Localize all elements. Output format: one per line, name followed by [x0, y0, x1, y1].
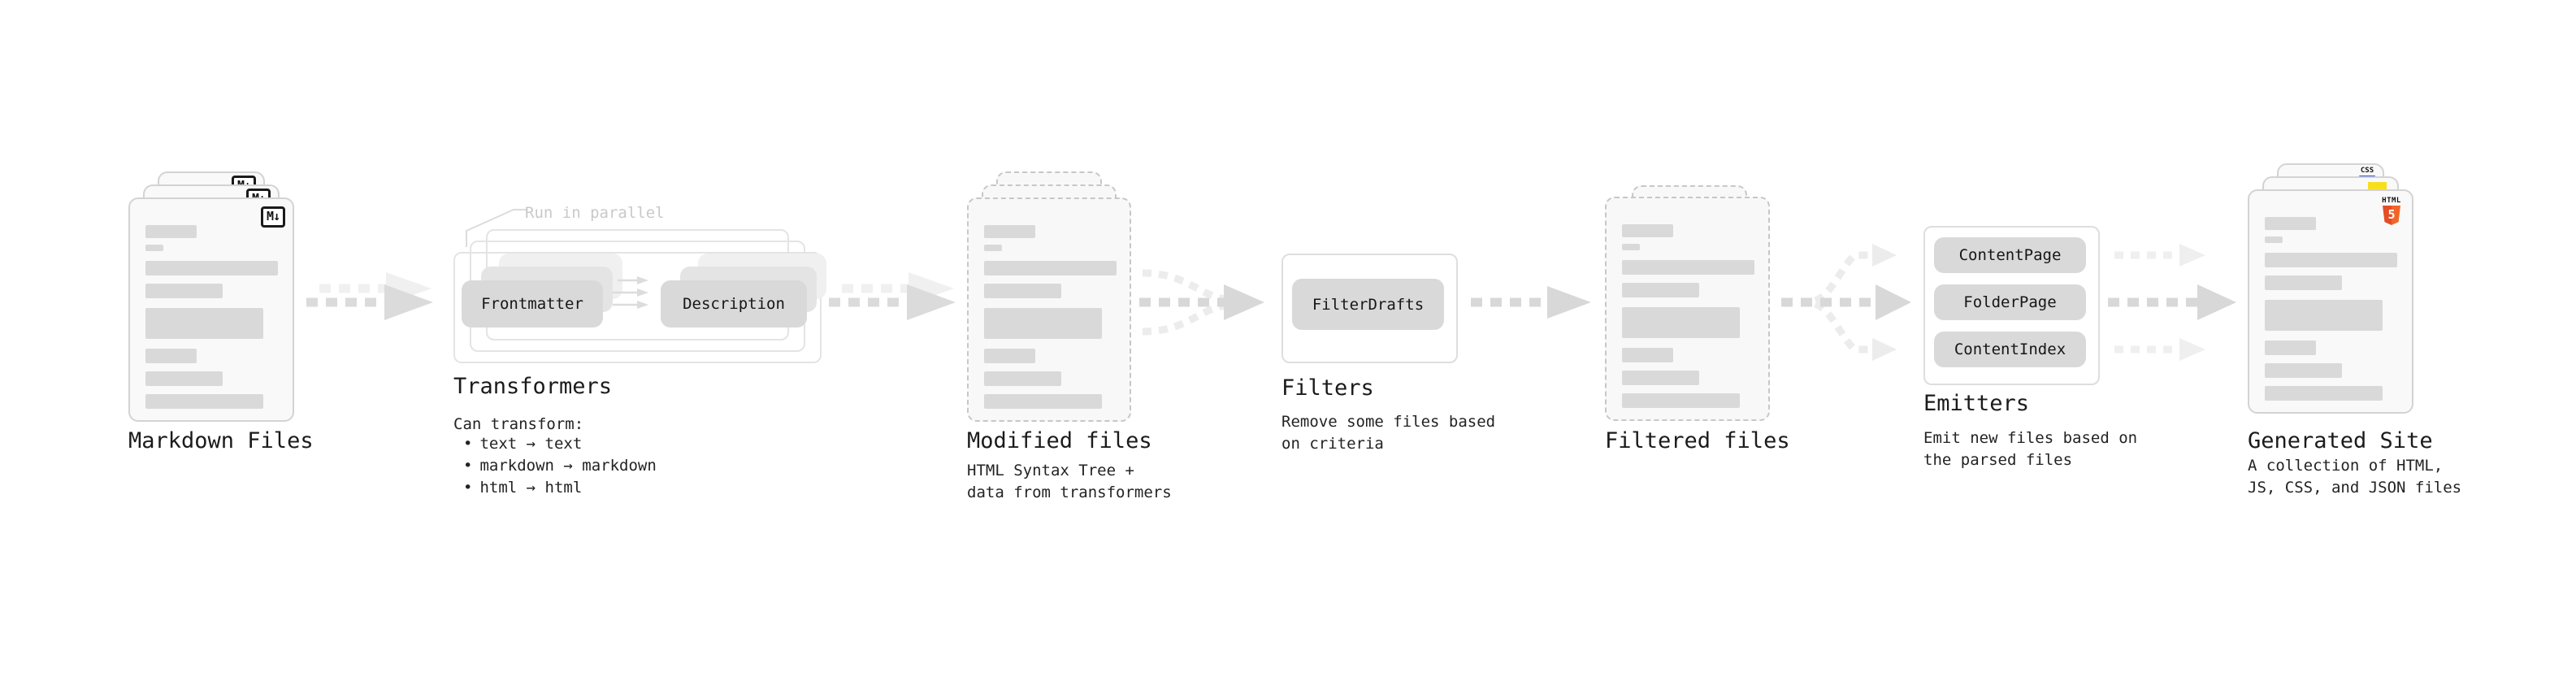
- markdown-icon: M↓: [260, 206, 285, 228]
- text-line-placeholder: [145, 394, 263, 409]
- list-item: • html → html: [453, 477, 657, 499]
- text-line-placeholder: [984, 261, 1117, 275]
- text-line-placeholder: [145, 371, 223, 386]
- stage-title-modified-files: Modified files: [967, 428, 1152, 453]
- html-file-card: HTML 5: [2248, 189, 2413, 414]
- text-line-placeholder: [1622, 283, 1699, 297]
- text-line-placeholder: [984, 349, 1035, 363]
- text-line-placeholder: [2265, 340, 2316, 355]
- generated-site-stack: CSS HTML 5: [2248, 163, 2413, 414]
- stage-title-emitters: Emitters: [1923, 391, 2030, 416]
- contentindex-step: ContentIndex: [1934, 332, 2086, 367]
- contentpage-step: ContentPage: [1934, 237, 2086, 273]
- text-line-placeholder: [1622, 260, 1754, 275]
- text-line-placeholder: [984, 308, 1102, 339]
- text-line-placeholder: [2265, 253, 2397, 267]
- arrow-filtered-to-emitters-split: [1781, 244, 1911, 361]
- bullet-text: markdown → markdown: [479, 457, 657, 475]
- modified-files-subtitle: HTML Syntax Tree + data from transformer…: [967, 462, 1172, 501]
- text-line-placeholder: [2265, 300, 2383, 331]
- filterdrafts-step: FilterDrafts: [1292, 279, 1444, 330]
- html5-shield: 5: [2383, 206, 2400, 225]
- stage-title-filtered-files: Filtered files: [1605, 428, 1790, 453]
- bullet-text: text → text: [479, 435, 583, 453]
- run-in-parallel-note: Run in parallel: [525, 204, 665, 222]
- filters-subtitle: Remove some files based on criteria: [1281, 413, 1496, 453]
- text-line-placeholder: [2265, 363, 2342, 378]
- text-line-placeholder: [145, 261, 278, 275]
- modified-file-card-front: [967, 197, 1131, 422]
- text-line-placeholder: [984, 284, 1061, 298]
- text-line-placeholder: [145, 349, 197, 363]
- transformer-step-arrows: [613, 276, 648, 309]
- text-line-placeholder: [1622, 244, 1640, 250]
- markdown-files-stack: M↓ M↓ M↓: [128, 171, 294, 422]
- arrow-transformers-to-modified: [829, 272, 956, 320]
- list-item: • text → text: [453, 433, 657, 455]
- text-line-placeholder: [145, 245, 163, 251]
- text-line-placeholder: [2265, 217, 2316, 230]
- text-line-placeholder: [145, 308, 263, 339]
- description-step: Description: [661, 280, 807, 327]
- text-line-placeholder: [2265, 236, 2283, 243]
- transformers-bullet-list: • text → text • markdown → markdown • html …: [453, 433, 657, 499]
- bullet-marker: •: [463, 435, 473, 453]
- filtered-files-stack: [1605, 185, 1770, 421]
- frontmatter-step: Frontmatter: [462, 280, 603, 327]
- arrow-emitters-to-generated: [2108, 244, 2236, 361]
- arrow-markdown-to-transformers: [306, 272, 433, 320]
- transformers-subtitle: Can transform:: [453, 415, 584, 433]
- text-line-placeholder: [984, 245, 1002, 251]
- bullet-marker: •: [463, 457, 473, 475]
- stage-title-transformers: Transformers: [453, 374, 613, 399]
- modified-files-stack: [967, 171, 1131, 422]
- run-in-parallel-callout-line: [466, 209, 527, 247]
- emitters-subtitle: Emit new files based on the parsed files: [1923, 429, 2138, 469]
- stage-title-generated-site: Generated Site: [2248, 428, 2433, 453]
- text-line-placeholder: [1622, 393, 1740, 408]
- text-line-placeholder: [1622, 348, 1673, 362]
- transformer-frame-front: [453, 252, 822, 363]
- text-line-placeholder: [984, 371, 1061, 386]
- arrow-main: [306, 284, 433, 320]
- stage-title-filters: Filters: [1281, 375, 1374, 401]
- list-item: • markdown → markdown: [453, 455, 657, 477]
- bullet-text: html → html: [479, 479, 583, 497]
- text-line-placeholder: [145, 225, 197, 238]
- folderpage-step: FolderPage: [1934, 284, 2086, 320]
- filtered-file-card-front: [1605, 197, 1770, 421]
- generated-site-subtitle: A collection of HTML, JS, CSS, and JSON …: [2248, 457, 2462, 497]
- html5-icon: HTML 5: [2379, 197, 2404, 225]
- text-line-placeholder: [984, 394, 1102, 409]
- stage-title-markdown-files: Markdown Files: [128, 428, 314, 453]
- markdown-file-card-front: M↓: [128, 197, 294, 422]
- text-line-placeholder: [145, 284, 223, 298]
- arrow-modified-to-filters-merge: [1139, 269, 1264, 336]
- bullet-marker: •: [463, 479, 473, 497]
- text-line-placeholder: [1622, 307, 1740, 338]
- text-line-placeholder: [1622, 224, 1673, 237]
- text-line-placeholder: [2265, 275, 2342, 290]
- text-line-placeholder: [2265, 386, 2383, 401]
- text-line-placeholder: [1622, 371, 1699, 385]
- text-line-placeholder: [984, 225, 1035, 238]
- arrow-filters-to-filtered: [1471, 286, 1591, 319]
- arrow-main: [829, 284, 956, 320]
